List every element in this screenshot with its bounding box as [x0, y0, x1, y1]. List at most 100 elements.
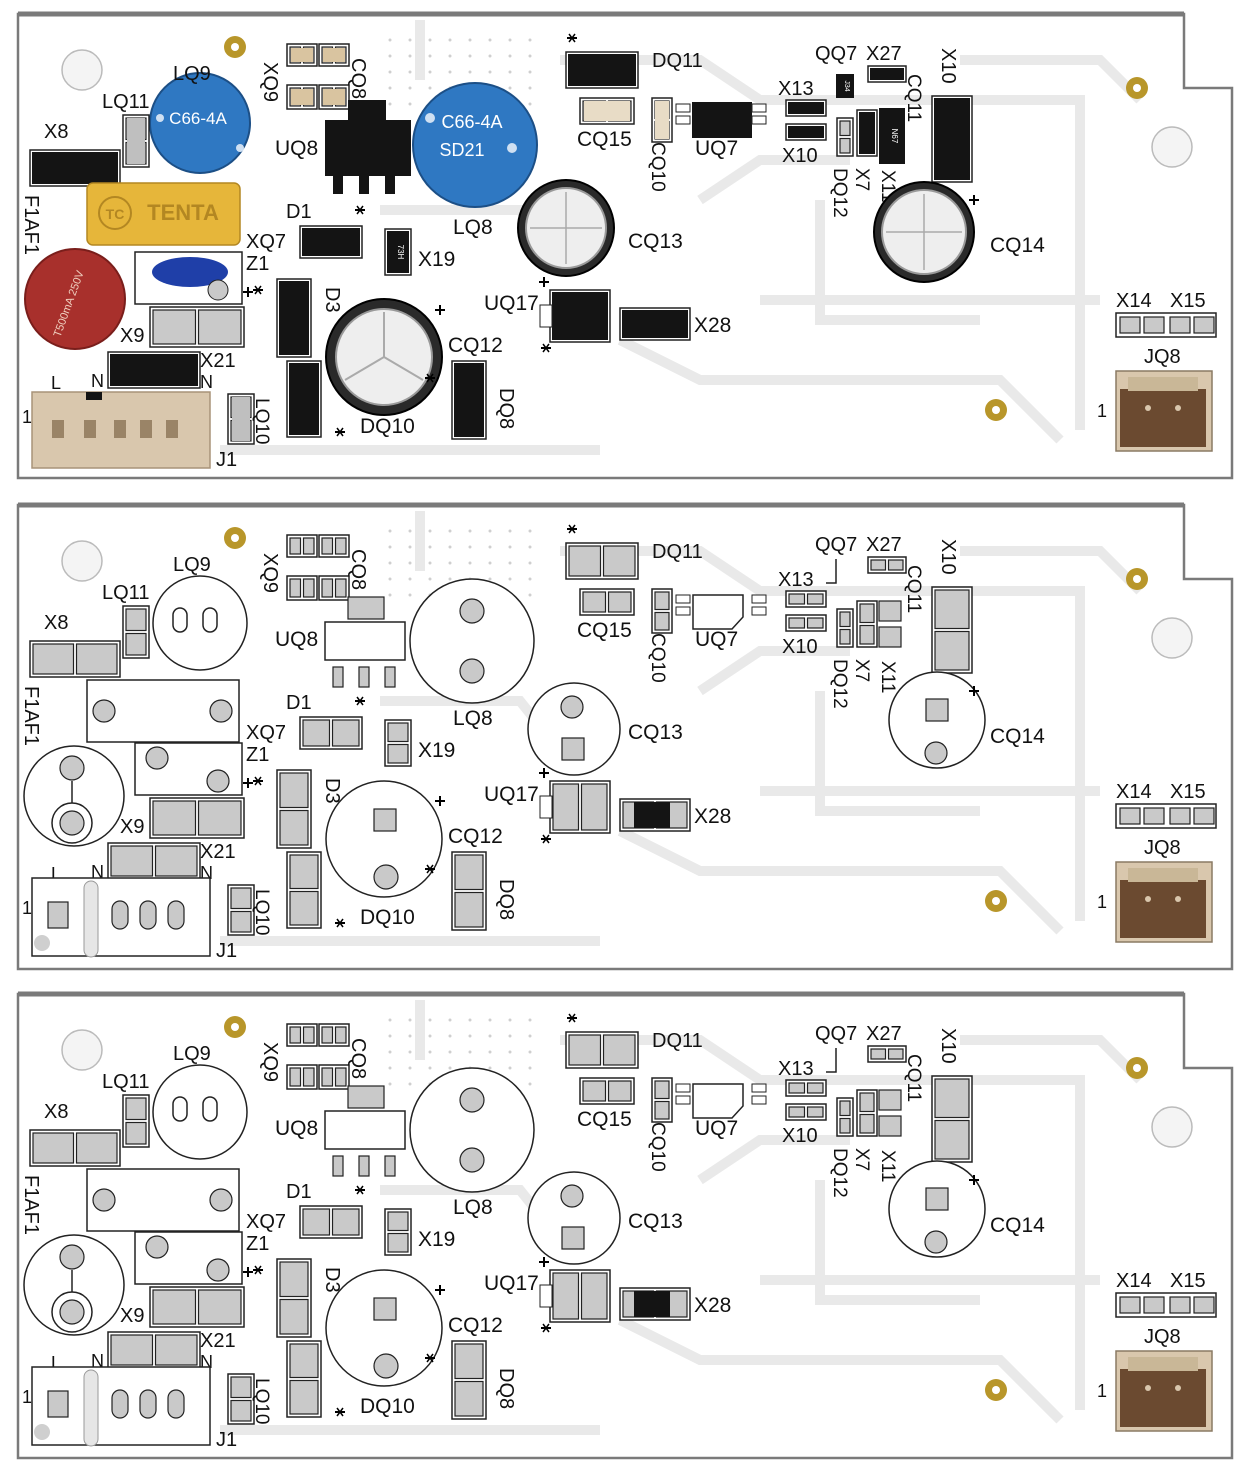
- pad: [454, 854, 484, 891]
- via-dot: [408, 545, 412, 549]
- inductor-dot: [425, 113, 435, 123]
- component-label: DQ11: [652, 1030, 703, 1052]
- pad: [332, 666, 344, 688]
- via-dot: [528, 529, 532, 533]
- z1-pad: [145, 1235, 169, 1259]
- component-label: J1: [216, 449, 237, 471]
- via-dot: [528, 54, 532, 58]
- uq7-pin: [751, 606, 767, 616]
- via-dot: [428, 38, 432, 42]
- component-label: X14: [1116, 290, 1152, 312]
- pad: [552, 783, 580, 831]
- via-dot: [488, 1066, 492, 1070]
- polarity-mark: [356, 696, 364, 706]
- pad: [561, 1226, 585, 1250]
- pad: [230, 1399, 252, 1422]
- pad: [110, 1334, 154, 1366]
- component-label: L: [51, 864, 61, 884]
- component-label: X28: [694, 314, 731, 337]
- component-label: CQ12: [448, 334, 503, 357]
- connector-pin: [84, 420, 96, 438]
- dq8-body: [454, 363, 484, 437]
- pad: [373, 1297, 397, 1321]
- inductor-dot: [507, 143, 517, 153]
- component-label: X19: [418, 739, 455, 762]
- connector-jq8-latch: [1128, 1357, 1198, 1371]
- component-label: DQ12: [829, 168, 850, 218]
- via-dot: [528, 545, 532, 549]
- pad: [289, 537, 302, 555]
- pad: [373, 808, 397, 832]
- inductor-lq8-outline: [409, 578, 535, 704]
- pad: [806, 1082, 824, 1094]
- gold-pad-hole: [992, 897, 1000, 905]
- component-label: X11: [877, 661, 898, 693]
- via-dot: [388, 545, 392, 549]
- cap-cq13-outline: [527, 682, 621, 776]
- fuse-logo: TC: [106, 206, 125, 222]
- pad: [47, 901, 69, 929]
- component-label: LQ10: [251, 889, 272, 935]
- component-label: CQ10: [647, 1122, 668, 1172]
- component-label: X11: [877, 1150, 898, 1182]
- connector-pad: [139, 1389, 157, 1419]
- component-label: JQ8: [1144, 837, 1181, 859]
- uq7-pin: [675, 1083, 691, 1093]
- via-dot: [508, 529, 512, 533]
- pad: [302, 1026, 315, 1044]
- via-dot: [468, 561, 472, 565]
- pad: [839, 611, 851, 628]
- via-dot: [408, 593, 412, 597]
- cap-pad: [924, 741, 948, 765]
- connector-pin: [1175, 896, 1181, 902]
- via-dot: [388, 1018, 392, 1022]
- pad: [110, 845, 154, 877]
- thermal-fuse-pad: [59, 1299, 85, 1325]
- x28-body: [622, 310, 688, 338]
- pad: [878, 1115, 902, 1137]
- via-dot: [408, 529, 412, 533]
- dq11-body: [568, 54, 636, 86]
- x10-big-body: [934, 98, 970, 180]
- pad: [1119, 807, 1141, 825]
- component-label: 1: [1097, 401, 1107, 421]
- polarity-mark: [542, 343, 550, 353]
- cap-pad: [373, 1353, 399, 1379]
- inductor-pad: [202, 607, 218, 633]
- thermal-fuse-pad: [59, 755, 85, 781]
- component-label: X8: [44, 612, 68, 634]
- via-dot: [488, 1050, 492, 1054]
- via-dot: [428, 1066, 432, 1070]
- component-label: UQ8: [275, 628, 318, 651]
- component-label: D3: [321, 1267, 343, 1293]
- uq7-pin: [751, 1083, 767, 1093]
- fuse-pad: [209, 1188, 233, 1212]
- pad: [654, 1080, 670, 1100]
- via-dot: [388, 86, 392, 90]
- via-dot: [408, 54, 412, 58]
- pad: [197, 1289, 242, 1325]
- via-dot: [408, 1082, 412, 1086]
- component-label: DQ10: [360, 1395, 415, 1418]
- uq7-pin: [675, 1095, 691, 1105]
- chip-marking: N67: [890, 129, 899, 144]
- pad: [788, 593, 806, 605]
- via-dot: [448, 1018, 452, 1022]
- pad: [878, 600, 902, 622]
- inductor-pad: [202, 1096, 218, 1122]
- connector-pad: [111, 900, 129, 930]
- via-dot: [508, 1050, 512, 1054]
- via-dot: [528, 1050, 532, 1054]
- trace-1: [697, 1135, 850, 1185]
- polarity-mark: [426, 373, 434, 383]
- pad: [925, 1187, 949, 1211]
- via-dot: [468, 545, 472, 549]
- via-dot: [408, 1050, 412, 1054]
- cap-pad: [560, 695, 584, 719]
- inductor-lq9-outline: [152, 1064, 248, 1160]
- component-label: F1AF1: [20, 1175, 42, 1235]
- component-label: UQ17: [484, 292, 539, 315]
- via-dot: [448, 545, 452, 549]
- x19-body: [387, 231, 409, 273]
